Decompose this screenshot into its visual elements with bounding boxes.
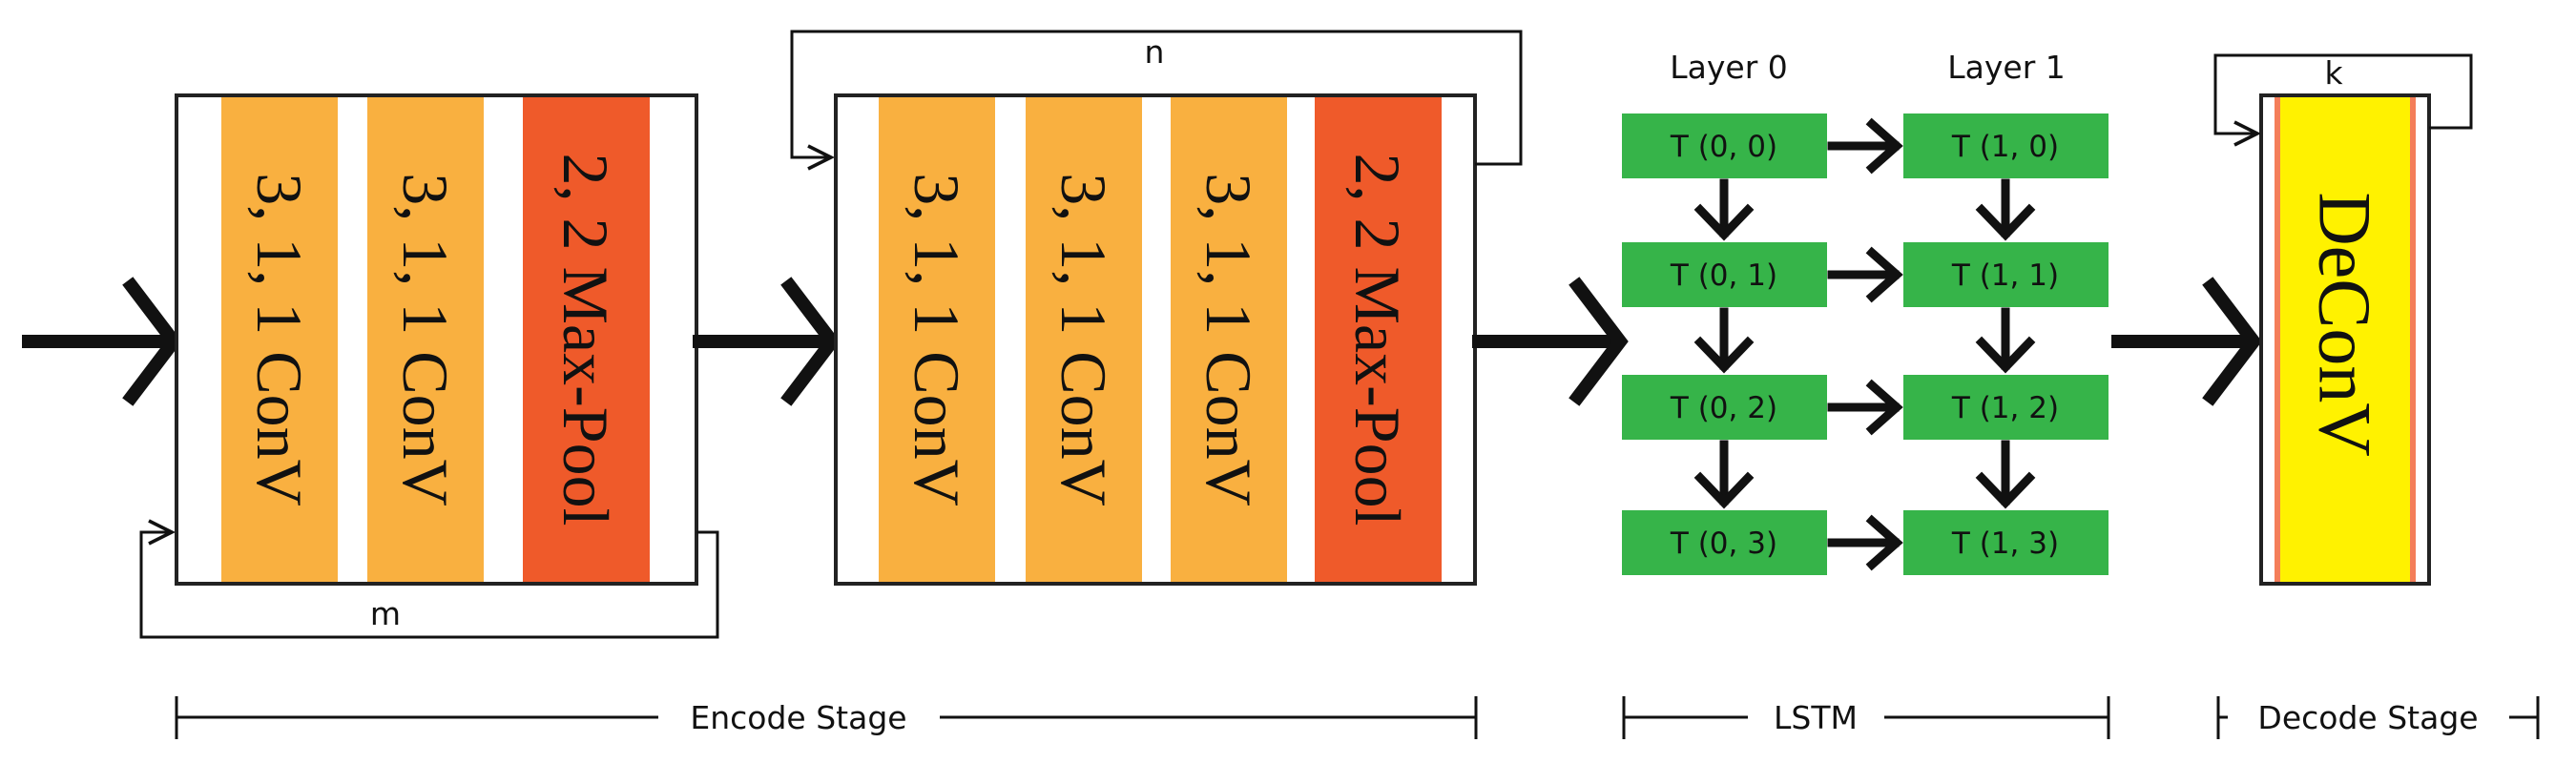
block1-layer-2-label: 3, 1, 1 ConV xyxy=(389,173,462,505)
conv-layer-1 xyxy=(221,95,338,584)
decode-stage-bracket xyxy=(2216,696,2540,739)
right-arrow-icon-row3 xyxy=(1827,514,1903,571)
lstm-cell-1-0 xyxy=(1903,113,2109,178)
right-arrow-icon-row1 xyxy=(1827,246,1903,303)
lstm-cell-0-1-label: T (0, 1) xyxy=(1670,258,1777,293)
lstm-cell-1-3 xyxy=(1903,510,2109,575)
deconv-label: DeConV xyxy=(2304,192,2387,456)
lstm-cell-0-3-label: T (0, 3) xyxy=(1670,526,1777,561)
encode-block-1: 3, 1, 1 ConV 3, 1, 1 ConV 2, 2 Max-Pool xyxy=(175,93,698,586)
lstm-cell-1-3-label: T (1, 3) xyxy=(1951,526,2059,561)
decode-stage-label: Decode Stage xyxy=(2257,699,2478,736)
layer-0-header: Layer 0 xyxy=(1670,49,1788,86)
lstm-cell-1-1-label: T (1, 1) xyxy=(1951,258,2059,293)
maxpool-layer-2 xyxy=(1315,95,1442,584)
down-arrow-icon-c0-2 xyxy=(1693,307,1755,374)
encode-block-2: 3, 1, 1 ConV 3, 1, 1 ConV 3, 1, 1 ConV 2… xyxy=(834,93,1477,586)
lstm-stage-label: LSTM xyxy=(1774,699,1858,736)
lstm-grid: Layer 0 Layer 1 T (0, 0) T (0, 1) T (0, … xyxy=(1622,49,2109,575)
block2-layer-4-label: 2, 2 Max-Pool xyxy=(1341,154,1414,526)
loop-n-label: n xyxy=(1145,33,1165,71)
block1-layer-3-label: 2, 2 Max-Pool xyxy=(550,154,622,526)
block1-layer-1-label: 3, 1, 1 ConV xyxy=(243,173,316,505)
lstm-cell-0-2-label: T (0, 2) xyxy=(1670,391,1777,425)
down-arrow-icon-c0-1 xyxy=(1693,178,1755,241)
maxpool-layer-1 xyxy=(523,95,650,584)
lstm-cell-0-0-label: T (0, 0) xyxy=(1670,130,1777,164)
lstm-cell-1-0-label: T (1, 0) xyxy=(1951,130,2059,164)
lstm-stage-bracket xyxy=(1622,696,2110,739)
encode-stage-label: Encode Stage xyxy=(690,699,906,736)
down-arrow-icon-c1-3 xyxy=(1975,440,2036,509)
lstm-cell-0-2 xyxy=(1622,375,1827,440)
loop-k-label: k xyxy=(2324,54,2343,92)
lstm-cell-1-2 xyxy=(1903,375,2109,440)
loop-m: m xyxy=(139,532,719,639)
lstm-cell-1-1 xyxy=(1903,242,2109,307)
right-arrow-icon-row2 xyxy=(1827,379,1903,436)
loop-n: n xyxy=(790,30,1523,164)
block2-layer-2-label: 3, 1, 1 ConV xyxy=(1048,173,1120,505)
encode-stage-bracket xyxy=(175,696,1478,739)
down-arrow-icon-c1-1 xyxy=(1975,178,2036,241)
decode-block: DeConV xyxy=(2259,93,2431,586)
layer-1-header: Layer 1 xyxy=(1947,49,2066,86)
conv-layer-5 xyxy=(1171,95,1287,584)
input-arrow-icon xyxy=(22,277,182,406)
block2-layer-1-label: 3, 1, 1 ConV xyxy=(901,173,973,505)
arrow-icon-3 xyxy=(2111,277,2262,406)
right-arrow-icon-row0 xyxy=(1827,117,1903,175)
conv-layer-2 xyxy=(367,95,484,584)
loop-m-label: m xyxy=(370,595,401,632)
lstm-cell-0-1 xyxy=(1622,242,1827,307)
conv-layer-3 xyxy=(879,95,995,584)
lstm-cell-0-0 xyxy=(1622,113,1827,178)
arrow-icon-2 xyxy=(1472,277,1629,406)
lstm-cell-0-3 xyxy=(1622,510,1827,575)
arrow-icon-1 xyxy=(693,277,841,406)
block2-layer-3-label: 3, 1, 1 ConV xyxy=(1193,173,1265,505)
deconv-layer xyxy=(2280,95,2410,584)
down-arrow-icon-c1-2 xyxy=(1975,307,2036,374)
down-arrow-icon-c0-3 xyxy=(1693,440,1755,509)
loop-k: k xyxy=(2213,53,2473,134)
conv-layer-4 xyxy=(1026,95,1142,584)
lstm-cell-1-2-label: T (1, 2) xyxy=(1951,391,2059,425)
